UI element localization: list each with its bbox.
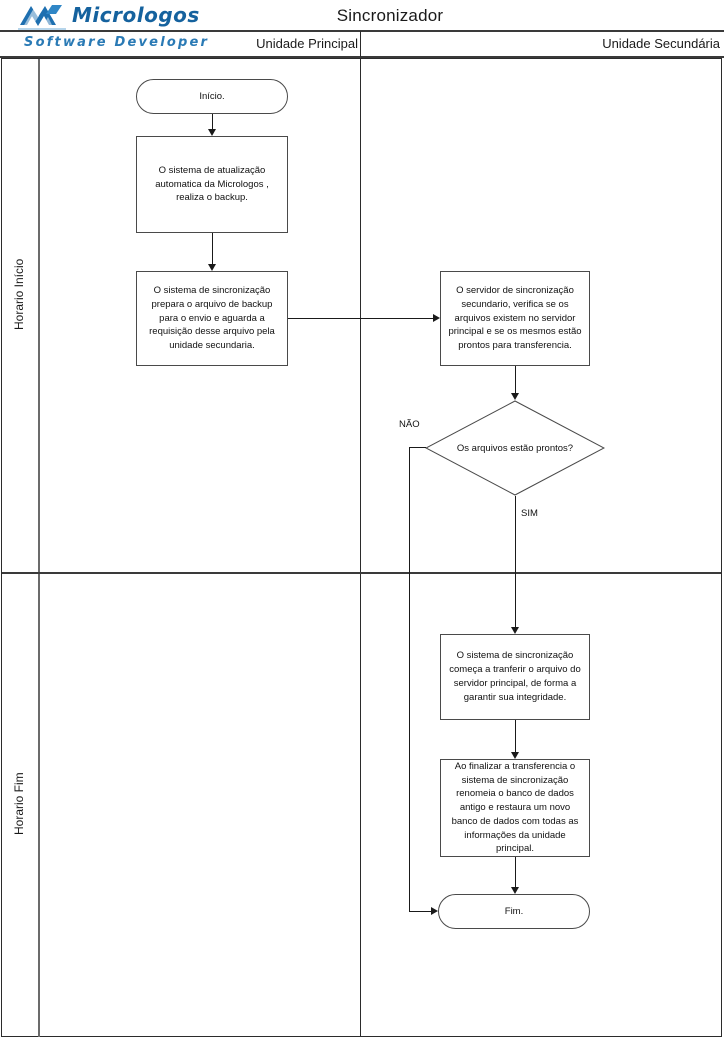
node-prepara-label: O sistema de sincronização prepara o arq… (149, 285, 275, 352)
edge-start-backup (212, 114, 213, 129)
node-transfere-label: O sistema de sincronização começa a tran… (449, 650, 581, 703)
edge-backup-prepara-arrowhead (208, 264, 216, 271)
logo-tagline: Software Developer (24, 35, 210, 50)
edge-decisao-nao-down (409, 447, 410, 912)
node-start-label: Início. (199, 90, 225, 102)
edge-transfere-restaura-arrowhead (511, 752, 519, 759)
edge-transfere-restaura (515, 720, 516, 752)
edge-prepara-verifica (288, 318, 433, 319)
lane-divider (360, 59, 361, 1037)
edge-decisao-sim-arrowhead (511, 627, 519, 634)
page-header: Micrologos Software Developer Sincroniza… (0, 0, 724, 58)
row-label-horario-fim: Horario Fim (12, 772, 26, 835)
node-restaura-label: Ao finalizar a transferencia o sistema d… (451, 760, 579, 855)
edge-verifica-decisao-arrowhead (511, 393, 519, 400)
edge-restaura-end (515, 857, 516, 887)
header-divider-bottom (0, 56, 724, 58)
node-decisao[interactable]: Os arquivos estão prontos? (425, 400, 605, 496)
edge-decisao-nao-into-end (409, 911, 433, 912)
lane-header-principal: Unidade Principal (256, 36, 358, 51)
page-title: Sincronizador (336, 6, 444, 25)
edge-prepara-verifica-arrowhead (433, 314, 440, 322)
edge-verifica-decisao (515, 366, 516, 393)
node-restaura[interactable]: Ao finalizar a transferencia o sistema d… (440, 759, 590, 857)
row-label-column-divider (38, 59, 40, 1037)
logo-wordmark: Micrologos (72, 3, 200, 27)
node-start[interactable]: Início. (136, 79, 288, 114)
node-verifica-label: O servidor de sincronização secundario, … (448, 285, 582, 352)
row-label-horario-inicio: Horario Início (12, 258, 26, 330)
edge-label-nao: NÃO (399, 419, 420, 430)
node-end-label: Fim. (504, 905, 524, 917)
decision-diamond-shape (425, 400, 605, 496)
edge-decisao-nao-top (409, 447, 426, 448)
edge-start-backup-arrowhead (208, 129, 216, 136)
node-decisao-label: Os arquivos estão prontos? (456, 442, 574, 454)
node-verifica[interactable]: O servidor de sincronização secundario, … (440, 271, 590, 366)
micrologos-m-icon (18, 5, 66, 30)
swimlane-frame (1, 58, 722, 1037)
lane-header-secundaria: Unidade Secundária (602, 36, 720, 51)
node-prepara[interactable]: O sistema de sincronização prepara o arq… (136, 271, 288, 366)
header-lane-separator (360, 31, 361, 57)
edge-decisao-sim (515, 496, 516, 627)
company-logo: Micrologos (18, 2, 233, 32)
node-end[interactable]: Fim. (438, 894, 590, 929)
edge-restaura-end-arrowhead (511, 887, 519, 894)
edge-decisao-nao-arrowhead (431, 907, 438, 915)
edge-backup-prepara (212, 233, 213, 264)
node-transfere[interactable]: O sistema de sincronização começa a tran… (440, 634, 590, 720)
node-backup[interactable]: O sistema de atualização automatica da M… (136, 136, 288, 233)
row-divider (2, 572, 721, 574)
node-backup-label: O sistema de atualização automatica da M… (155, 164, 269, 204)
edge-label-sim: SIM (521, 508, 538, 519)
header-divider-top (0, 30, 724, 32)
